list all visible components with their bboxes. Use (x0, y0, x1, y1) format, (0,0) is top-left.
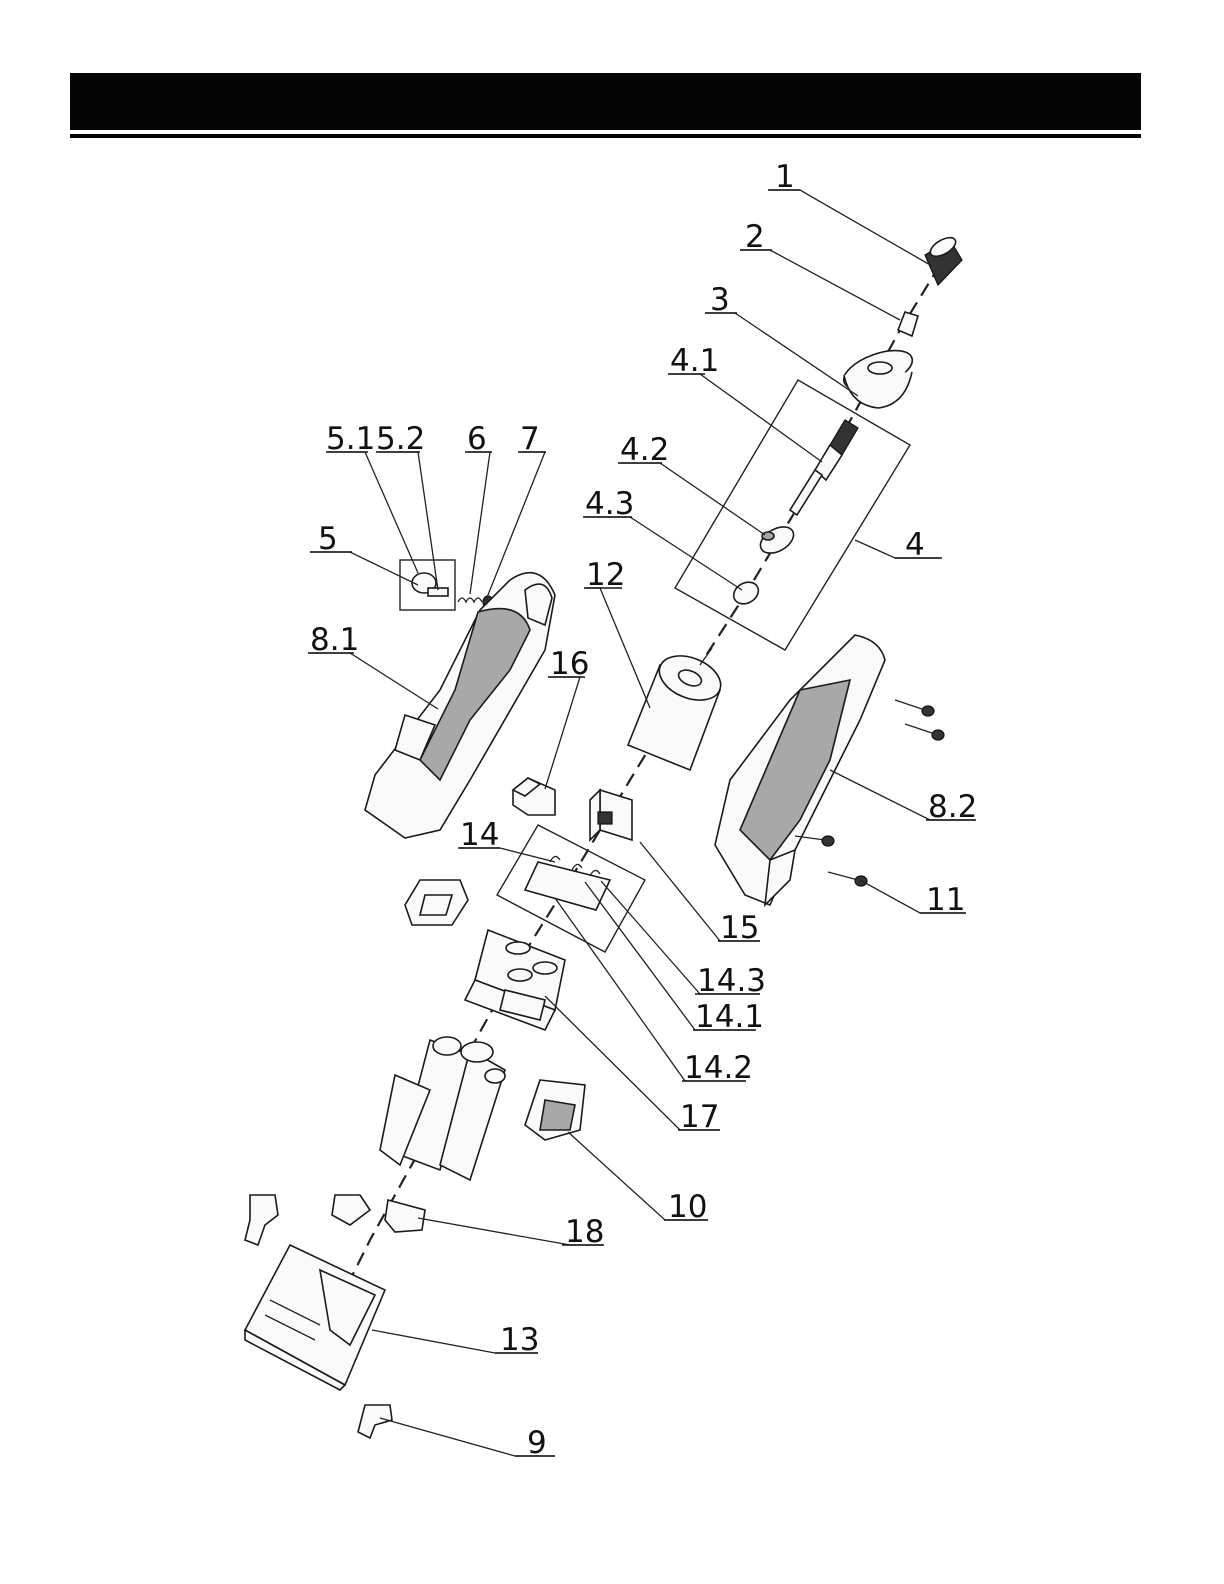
part-collet-nut (925, 234, 962, 285)
part-housing-right (715, 635, 885, 905)
part-end-pad (525, 1080, 585, 1140)
part-battery-holder (465, 930, 565, 1030)
part-bearing-large (756, 521, 798, 558)
part-spring (458, 598, 482, 602)
part-terminal (358, 1405, 392, 1438)
part-battery-cover (245, 1245, 385, 1390)
part-button-block (513, 778, 555, 815)
part-pcb (525, 856, 610, 910)
part-motor (628, 647, 727, 770)
part-switch (590, 790, 632, 840)
part-battery-latch (405, 880, 468, 925)
part-spindle (790, 420, 858, 515)
part-front-cap (839, 343, 918, 408)
part-terminal-clip (245, 1195, 278, 1245)
part-collet (898, 312, 918, 336)
part-bearing-small (730, 578, 763, 608)
part-battery-cells (380, 1037, 505, 1180)
